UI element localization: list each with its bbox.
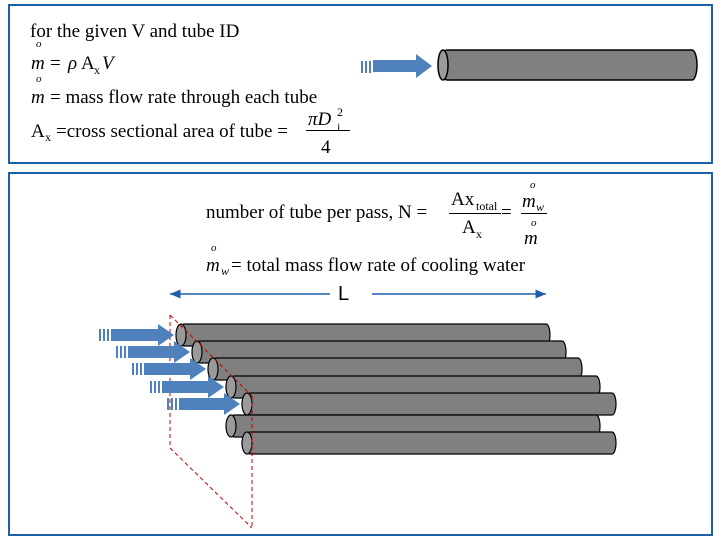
tube-icon [241,431,617,455]
given-v-id-text: for the given V and tube ID [30,21,240,42]
flow-arrow-icon [99,324,174,346]
flow-arrow-icon [132,358,206,380]
tube-icon [241,392,617,416]
flow-arrow-icon [150,376,224,398]
flow-arrow-icon [361,54,432,78]
tube-bank [175,323,617,455]
flow-arrow-icon [167,393,240,415]
length-label: L [338,283,350,305]
flow-arrow-icon [116,341,190,363]
single-tube [437,49,698,81]
top-panel: for the given V and tube ID o m = ρ A x … [8,4,713,164]
tube-icon [207,357,583,381]
bottom-panel [8,172,713,536]
